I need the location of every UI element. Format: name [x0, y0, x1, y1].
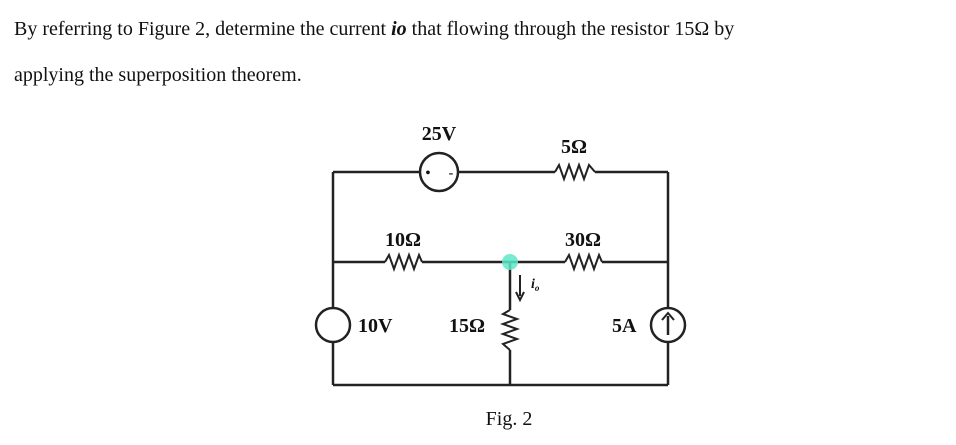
question-line1-start: By referring to Figure 2, determine the …	[14, 18, 392, 40]
label-io-sub: o	[535, 283, 540, 293]
label-5ohm: 5Ω	[561, 136, 587, 158]
label-5a: 5A	[612, 315, 637, 337]
resistor-15	[500, 309, 520, 351]
resistor-5	[554, 162, 596, 182]
label-10ohm: 10Ω	[385, 229, 421, 251]
figure-caption: Fig. 2	[486, 408, 533, 430]
resistor-30	[564, 252, 603, 272]
question-text: By referring to Figure 2, determine the …	[14, 6, 944, 98]
wires	[331, 170, 670, 387]
label-15ohm: 15Ω	[449, 315, 485, 337]
voltage-source-10v	[314, 306, 352, 344]
arrow-down-icon	[515, 291, 525, 303]
svg-text:-: -	[449, 166, 454, 181]
label-io: io	[531, 277, 540, 293]
current-arrow	[515, 275, 525, 303]
current-symbol: io	[391, 18, 407, 40]
current-source-5a	[649, 306, 687, 344]
label-25v: 25V	[422, 123, 457, 145]
resistor-10	[384, 252, 423, 272]
question-line2: applying the superposition theorem.	[14, 64, 302, 86]
label-io-i: i	[531, 277, 535, 292]
label-30ohm: 30Ω	[565, 229, 601, 251]
svg-text:•: •	[426, 166, 431, 181]
node-highlight	[502, 254, 518, 270]
voltage-source-25v: • -	[418, 151, 460, 193]
question-line1-end: that flowing through the resistor 15Ω by	[406, 18, 735, 40]
label-10v: 10V	[358, 315, 393, 337]
